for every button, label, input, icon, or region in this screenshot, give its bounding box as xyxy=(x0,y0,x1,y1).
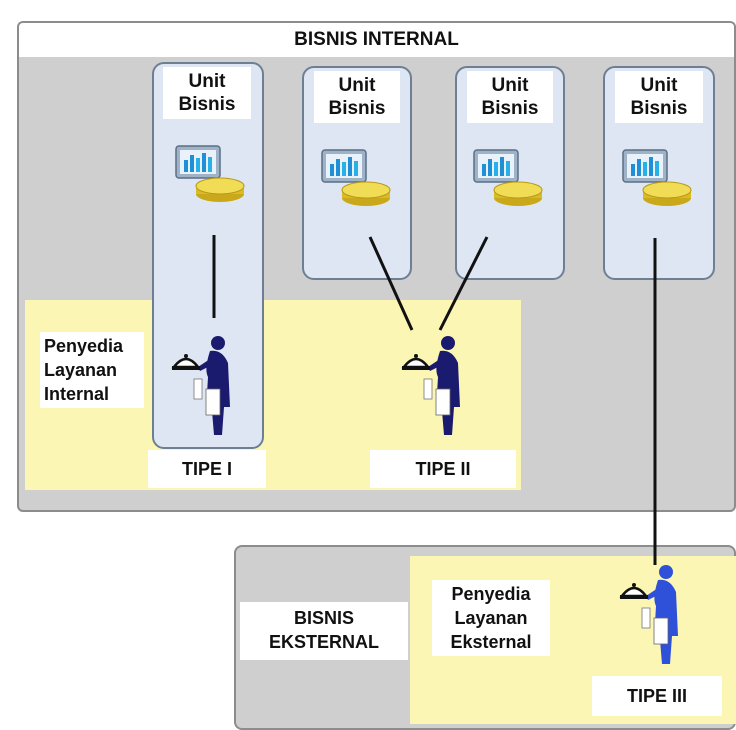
type-3-label: TIPE III xyxy=(592,676,722,716)
business-app-database-icon xyxy=(175,145,245,203)
waiter-tray-icon xyxy=(400,334,462,437)
business-app-database-icon xyxy=(321,149,391,207)
type-1-label: TIPE I xyxy=(148,450,266,488)
external-provider-label: Penyedia Layanan Eksternal xyxy=(432,580,550,656)
internal-business-title: BISNIS INTERNAL xyxy=(19,23,734,57)
waiter-tray-icon xyxy=(618,563,680,666)
connector-type-2-left xyxy=(368,236,414,331)
waiter-tray-icon xyxy=(170,334,232,437)
external-business-title: BISNIS EKSTERNAL xyxy=(240,602,408,660)
business-app-database-icon xyxy=(473,149,543,207)
connector-type-2-right xyxy=(438,236,489,331)
business-app-database-icon xyxy=(622,149,692,207)
type-2-label: TIPE II xyxy=(370,450,516,488)
internal-provider-label: Penyedia Layanan Internal xyxy=(40,332,144,408)
